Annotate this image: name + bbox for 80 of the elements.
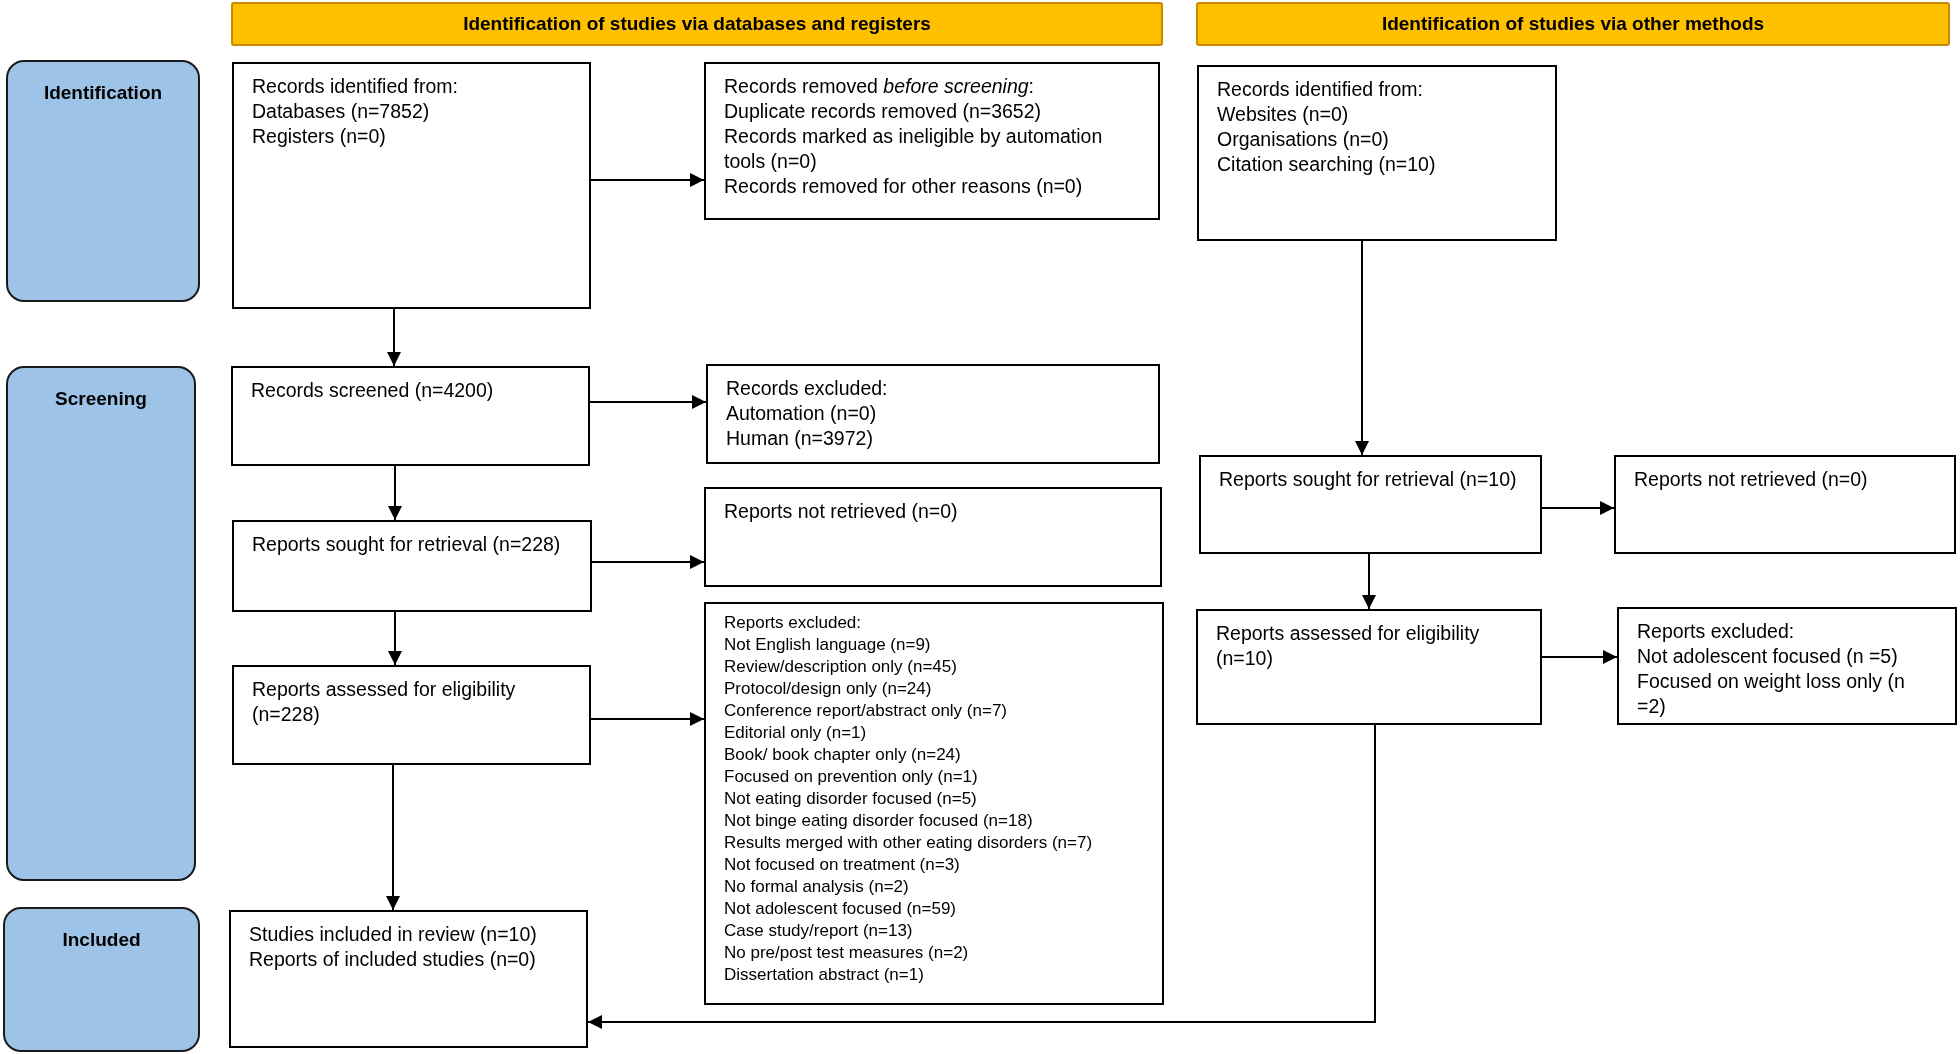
box-text: Reports assessed for eligibility (n=228) xyxy=(252,677,517,727)
box-text: Databases (n=7852) xyxy=(252,99,431,124)
process-box xyxy=(1617,607,1957,725)
process-box xyxy=(232,665,591,765)
arrow xyxy=(1362,553,1376,610)
section-header xyxy=(231,2,1163,46)
box-text: Records screened (n=4200) xyxy=(251,378,495,403)
box-text: Records identified from: xyxy=(252,74,459,99)
box-text: Automation (n=0) xyxy=(726,401,878,426)
box-text: Results merged with other eating disorders (n=7) xyxy=(724,832,1094,854)
box-text: Not adolescent focused (n =5) xyxy=(1637,644,1899,669)
header-text: Identification of studies via databases and registers xyxy=(463,13,931,35)
box-text: Records removed for other reasons (n=0) xyxy=(724,174,1084,199)
box-text: Records marked as ineligible by automation tools (n=0) xyxy=(724,124,1104,174)
arrow xyxy=(388,465,402,521)
box-text: Book/ book chapter only (n=24) xyxy=(724,744,962,766)
box-text: Records removed before screening: xyxy=(724,74,1035,99)
arrow xyxy=(591,555,705,569)
process-box xyxy=(704,62,1160,220)
box-text: Reports excluded: xyxy=(1637,619,1796,644)
arrow xyxy=(388,611,402,666)
phase-label-box xyxy=(6,366,196,881)
header-text: Identification of studies via other methods xyxy=(1381,13,1765,35)
box-text: Reports assessed for eligibility (n=10) xyxy=(1216,621,1481,671)
box-text: Duplicate records removed (n=3652) xyxy=(724,99,1043,124)
arrow xyxy=(589,395,707,409)
box-text: Registers (n=0) xyxy=(252,124,387,149)
box-text: No pre/post test measures (n=2) xyxy=(724,942,970,964)
phase-label-box xyxy=(3,907,200,1052)
arrow xyxy=(1541,650,1618,664)
box-text: Organisations (n=0) xyxy=(1217,127,1390,152)
process-box xyxy=(704,487,1162,587)
process-box xyxy=(1614,455,1956,554)
box-text: Focused on prevention only (n=1) xyxy=(724,766,979,788)
box-text: Reports sought for retrieval (n=228) xyxy=(252,532,562,557)
phase-label-box xyxy=(6,60,200,302)
box-text: Focused on weight loss only (n =2) xyxy=(1637,669,1906,719)
box-text: Reports not retrieved (n=0) xyxy=(724,499,959,524)
box-text: Not eating disorder focused (n=5) xyxy=(724,788,978,810)
arrow xyxy=(590,712,705,726)
box-text: Not English language (n=9) xyxy=(724,634,932,656)
process-box xyxy=(231,366,590,466)
box-text: Not binge eating disorder focused (n=18) xyxy=(724,810,1034,832)
process-box xyxy=(1199,455,1542,554)
box-text: Not focused on treatment (n=3) xyxy=(724,854,961,876)
exclusion-box xyxy=(704,602,1164,1005)
box-text: Dissertation abstract (n=1) xyxy=(724,964,925,986)
box-text: Editorial only (n=1) xyxy=(724,722,868,744)
arrow xyxy=(590,173,705,187)
arrow xyxy=(1355,240,1369,456)
phase-label: Identification xyxy=(42,82,164,104)
box-text: Citation searching (n=10) xyxy=(1217,152,1437,177)
box-text: Reports excluded: xyxy=(724,612,863,634)
box-text: Reports sought for retrieval (n=10) xyxy=(1219,467,1518,492)
box-text: Conference report/abstract only (n=7) xyxy=(724,700,1008,722)
section-header xyxy=(1196,2,1950,46)
box-text: Records excluded: xyxy=(726,376,889,401)
box-text: Reports of included studies (n=0) xyxy=(249,947,537,972)
box-text: Reports not retrieved (n=0) xyxy=(1634,467,1869,492)
box-text: Protocol/design only (n=24) xyxy=(724,678,933,700)
phase-label: Screening xyxy=(54,388,148,410)
arrow xyxy=(386,764,400,911)
box-text: Case study/report (n=13) xyxy=(724,920,914,942)
process-box xyxy=(706,364,1160,464)
process-box xyxy=(1196,609,1542,725)
phase-label: Included xyxy=(61,929,142,951)
process-box xyxy=(1197,65,1557,241)
arrow xyxy=(387,308,401,367)
arrow xyxy=(587,724,1376,1029)
box-text: Records identified from: xyxy=(1217,77,1424,102)
box-text: No formal analysis (n=2) xyxy=(724,876,910,898)
process-box xyxy=(232,62,591,309)
box-text: Review/description only (n=45) xyxy=(724,656,958,678)
box-text: Not adolescent focused (n=59) xyxy=(724,898,957,920)
box-text: Websites (n=0) xyxy=(1217,102,1350,127)
process-box xyxy=(232,520,592,612)
box-text: Human (n=3972) xyxy=(726,426,874,451)
arrow xyxy=(1541,501,1615,515)
process-box xyxy=(229,910,588,1048)
box-text: Studies included in review (n=10) xyxy=(249,922,538,947)
